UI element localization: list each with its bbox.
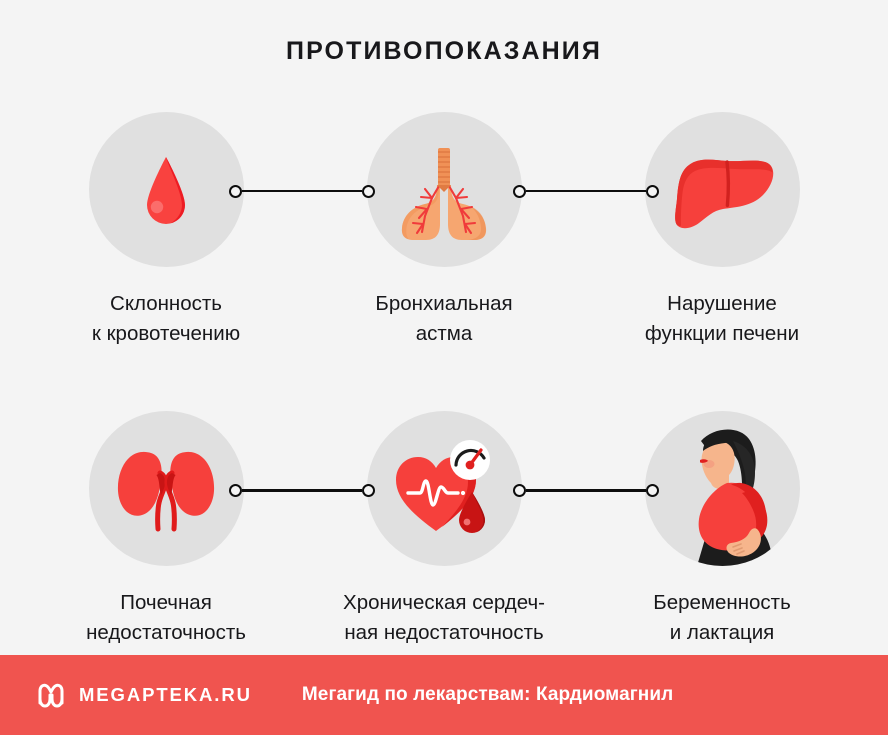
icon-circle <box>88 112 244 267</box>
item-bronchial-asthma: Бронхиальная астма <box>361 112 528 348</box>
page-title: ПРОТИВОПОКАЗАНИЯ <box>286 37 602 65</box>
item-caption: Почечная недостаточность <box>86 591 246 645</box>
contraindications-grid: Склонность к кровотечению <box>0 112 888 648</box>
item-chronic-heart-failure: Хроническая сердеч- ная недостаточность <box>343 411 545 647</box>
connector-line <box>242 189 362 193</box>
lungs-icon <box>392 140 496 240</box>
connector-line <box>242 489 362 492</box>
icon-circle <box>366 112 522 267</box>
connector-line <box>526 189 646 193</box>
item-caption: Беременность и лактация <box>653 591 791 645</box>
item-caption: Хроническая сердеч- ная недостаточность <box>343 591 545 645</box>
item-renal-failure: Почечная недостаточность <box>83 411 250 647</box>
footer-bar: MEGAPTEKA.RU Мегагид по лекарствам: Кард… <box>0 655 888 735</box>
liver-icon <box>665 147 779 233</box>
footer-caption: Мегагид по лекарствам: Кардиомагнил <box>301 684 674 705</box>
icon-circle <box>88 411 244 567</box>
contraindications-row-2: Почечная недостаточность <box>0 411 888 647</box>
item-pregnancy-lactation: Беременность и лактация <box>639 411 806 647</box>
connector-row1-right <box>513 184 659 198</box>
connector-row1-left <box>229 184 375 198</box>
item-caption: Нарушение функции печени <box>644 292 800 345</box>
item-caption: Склонность к кровотечению <box>91 292 241 345</box>
footer-brand-name[interactable]: MEGAPTEKA.RU <box>79 684 252 705</box>
icon-circle <box>366 411 522 567</box>
connector-row2-right <box>513 483 659 497</box>
icon-circle <box>644 411 800 567</box>
contraindications-row-1: Склонность к кровотечению <box>0 112 888 348</box>
connector-line <box>526 489 646 492</box>
heart-blood-pressure-icon <box>388 437 500 541</box>
megapteka-m-logo-icon[interactable] <box>36 680 66 710</box>
item-bleeding-tendency: Склонность к кровотечению <box>83 112 250 348</box>
connector-row2-left <box>229 483 375 497</box>
kidneys-icon <box>111 437 221 541</box>
pregnant-woman-icon <box>645 411 800 567</box>
blood-drop-icon <box>121 145 211 235</box>
item-liver-dysfunction: Нарушение функции печени <box>639 112 806 348</box>
item-caption: Бронхиальная астма <box>375 292 513 345</box>
icon-circle <box>644 112 800 267</box>
